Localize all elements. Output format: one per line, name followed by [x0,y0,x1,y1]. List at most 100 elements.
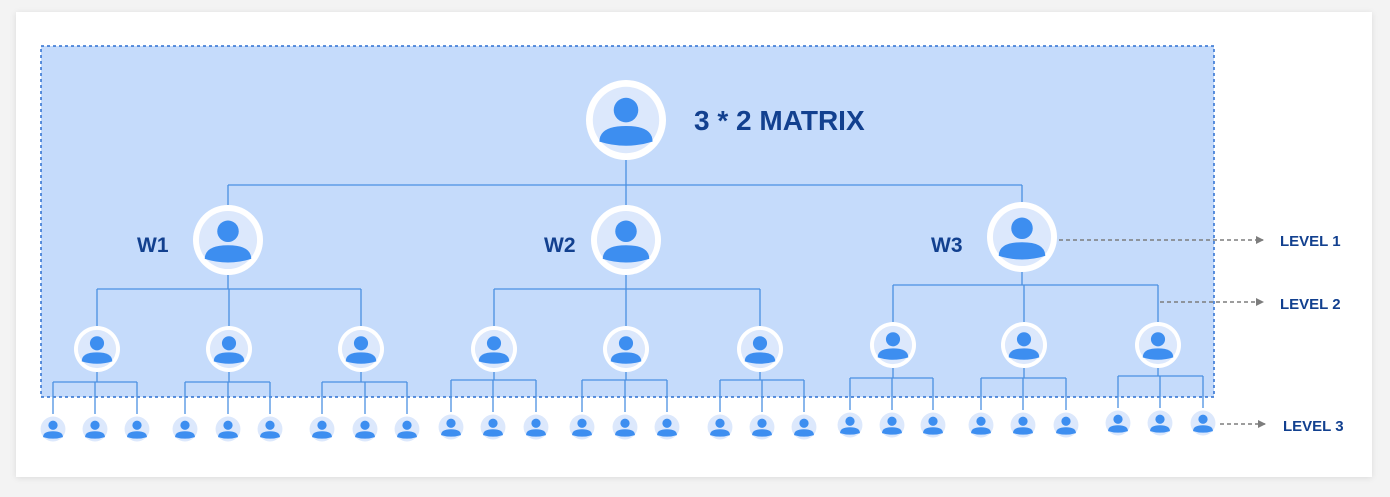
level-2-avatar [1135,322,1181,368]
user-head-icon [360,420,370,430]
user-body-icon [1056,427,1076,435]
user-head-icon [752,336,768,351]
level-3-avatar [610,412,640,442]
level-3-avatar [521,412,551,442]
label-w3: W3 [931,234,963,257]
level-3-avatar [705,412,735,442]
level-3-avatar [966,410,996,440]
user-body-icon [397,431,417,439]
user-body-icon [923,427,943,435]
user-body-icon [1193,425,1213,433]
level-2-avatar [737,326,783,372]
user-head-icon [976,416,986,426]
user-body-icon [971,427,991,435]
level-3-avatar [1188,408,1218,438]
user-body-icon [1013,427,1033,435]
user-body-icon [1008,348,1040,360]
level-1-avatar-1 [193,205,263,275]
level-3-avatar [122,414,152,444]
user-head-icon [799,418,809,428]
user-body-icon [218,431,238,439]
level-3-avatar [307,414,337,444]
user-head-icon [221,336,237,351]
user-body-icon [794,429,814,437]
level-3-avatar [747,412,777,442]
user-body-icon [478,352,510,364]
user-head-icon [223,420,233,430]
user-head-icon [1016,332,1032,347]
user-body-icon [882,427,902,435]
level-2-avatar [603,326,649,372]
level-2-avatar [74,326,120,372]
user-body-icon [1108,425,1128,433]
user-body-icon [615,429,635,437]
user-head-icon [1018,416,1028,426]
level-3-label: LEVEL 3 [1283,418,1344,435]
level-3-avatar [1051,410,1081,440]
level-3-avatar [255,414,285,444]
level-3-avatar [436,412,466,442]
user-body-icon [1150,425,1170,433]
user-head-icon [132,420,142,430]
user-head-icon [90,420,100,430]
level-3-avatar [350,414,380,444]
level-3-avatar [38,414,68,444]
user-head-icon [928,416,938,426]
user-body-icon [175,431,195,439]
level-3-avatar [1008,410,1038,440]
user-body-icon [998,242,1046,260]
user-body-icon [345,352,377,364]
user-head-icon [757,418,767,428]
user-body-icon [441,429,461,437]
level-3-avatar [789,412,819,442]
level-3-avatar [80,414,110,444]
level-3-avatar [1103,408,1133,438]
root-avatar [586,80,666,160]
label-w1: W1 [137,234,169,257]
user-body-icon [204,245,252,263]
user-head-icon [1113,414,1123,424]
user-head-icon [613,97,639,123]
user-body-icon [312,431,332,439]
user-body-icon [355,431,375,439]
label-w2: W2 [544,234,576,257]
level-3-avatar [567,412,597,442]
level-2-label: LEVEL 2 [1280,296,1341,313]
level-3-avatar [170,414,200,444]
level-2-avatar [870,322,916,368]
user-head-icon [317,420,327,430]
user-head-icon [615,220,637,243]
user-head-icon [577,418,587,428]
user-head-icon [1155,414,1165,424]
connector-lines [52,160,1204,414]
user-body-icon [213,352,245,364]
user-body-icon [610,352,642,364]
level-3-avatar [478,412,508,442]
user-body-icon [877,348,909,360]
user-body-icon [840,427,860,435]
user-head-icon [845,416,855,426]
user-head-icon [488,418,498,428]
user-head-icon [618,336,634,351]
level-2-avatar [471,326,517,372]
user-body-icon [752,429,772,437]
user-body-icon [572,429,592,437]
user-body-icon [85,431,105,439]
user-body-icon [1142,348,1174,360]
w-labels: W1 W2 W3 [137,234,963,257]
level-labels: LEVEL 1 LEVEL 2 LEVEL 3 [1280,233,1344,435]
level-3-avatar [392,414,422,444]
level-arrows [1059,236,1266,428]
user-head-icon [1198,414,1208,424]
avatar-layer [38,80,1218,444]
user-body-icon [657,429,677,437]
user-body-icon [602,245,650,263]
user-body-icon [127,431,147,439]
user-body-icon [81,352,113,364]
level-3-avatar [652,412,682,442]
level-1-label: LEVEL 1 [1280,233,1341,250]
user-body-icon [526,429,546,437]
user-body-icon [43,431,63,439]
user-head-icon [662,418,672,428]
